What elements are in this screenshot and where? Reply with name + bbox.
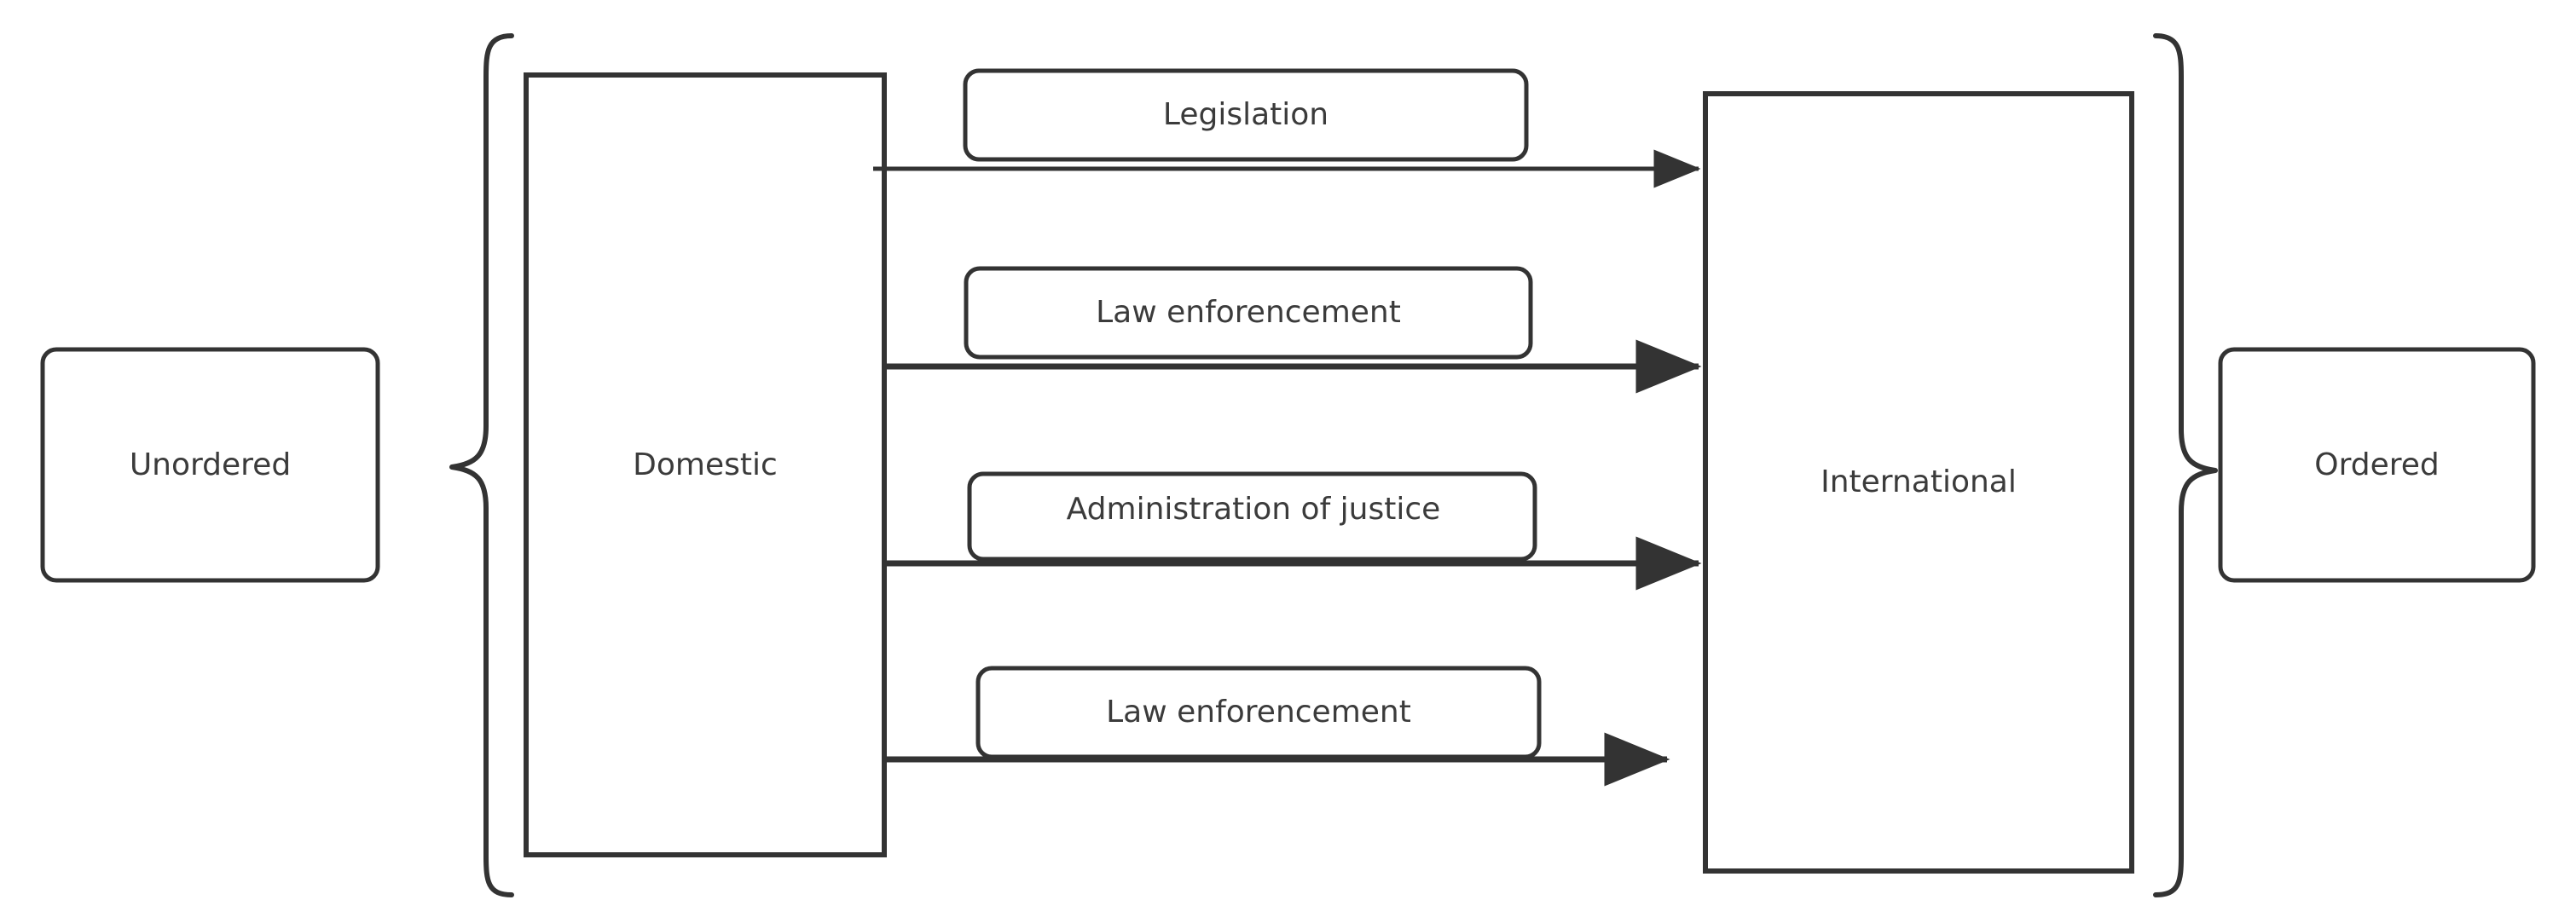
edge-label-box-law-enforencement-1[interactable] (964, 266, 1533, 360)
edge-label-box-administration-of-justice[interactable] (967, 471, 1537, 562)
left-brace-icon (449, 33, 514, 897)
edge-label-box-legislation[interactable] (963, 68, 1529, 162)
international-box-shape[interactable] (1703, 91, 2134, 874)
edge-label-box-law-enforencement-2[interactable] (975, 666, 1542, 759)
right-brace-icon (2153, 33, 2218, 897)
ordered-box-shape[interactable] (2218, 347, 2536, 583)
domestic-box-shape[interactable] (524, 72, 887, 857)
unordered-box-shape[interactable] (40, 347, 380, 583)
